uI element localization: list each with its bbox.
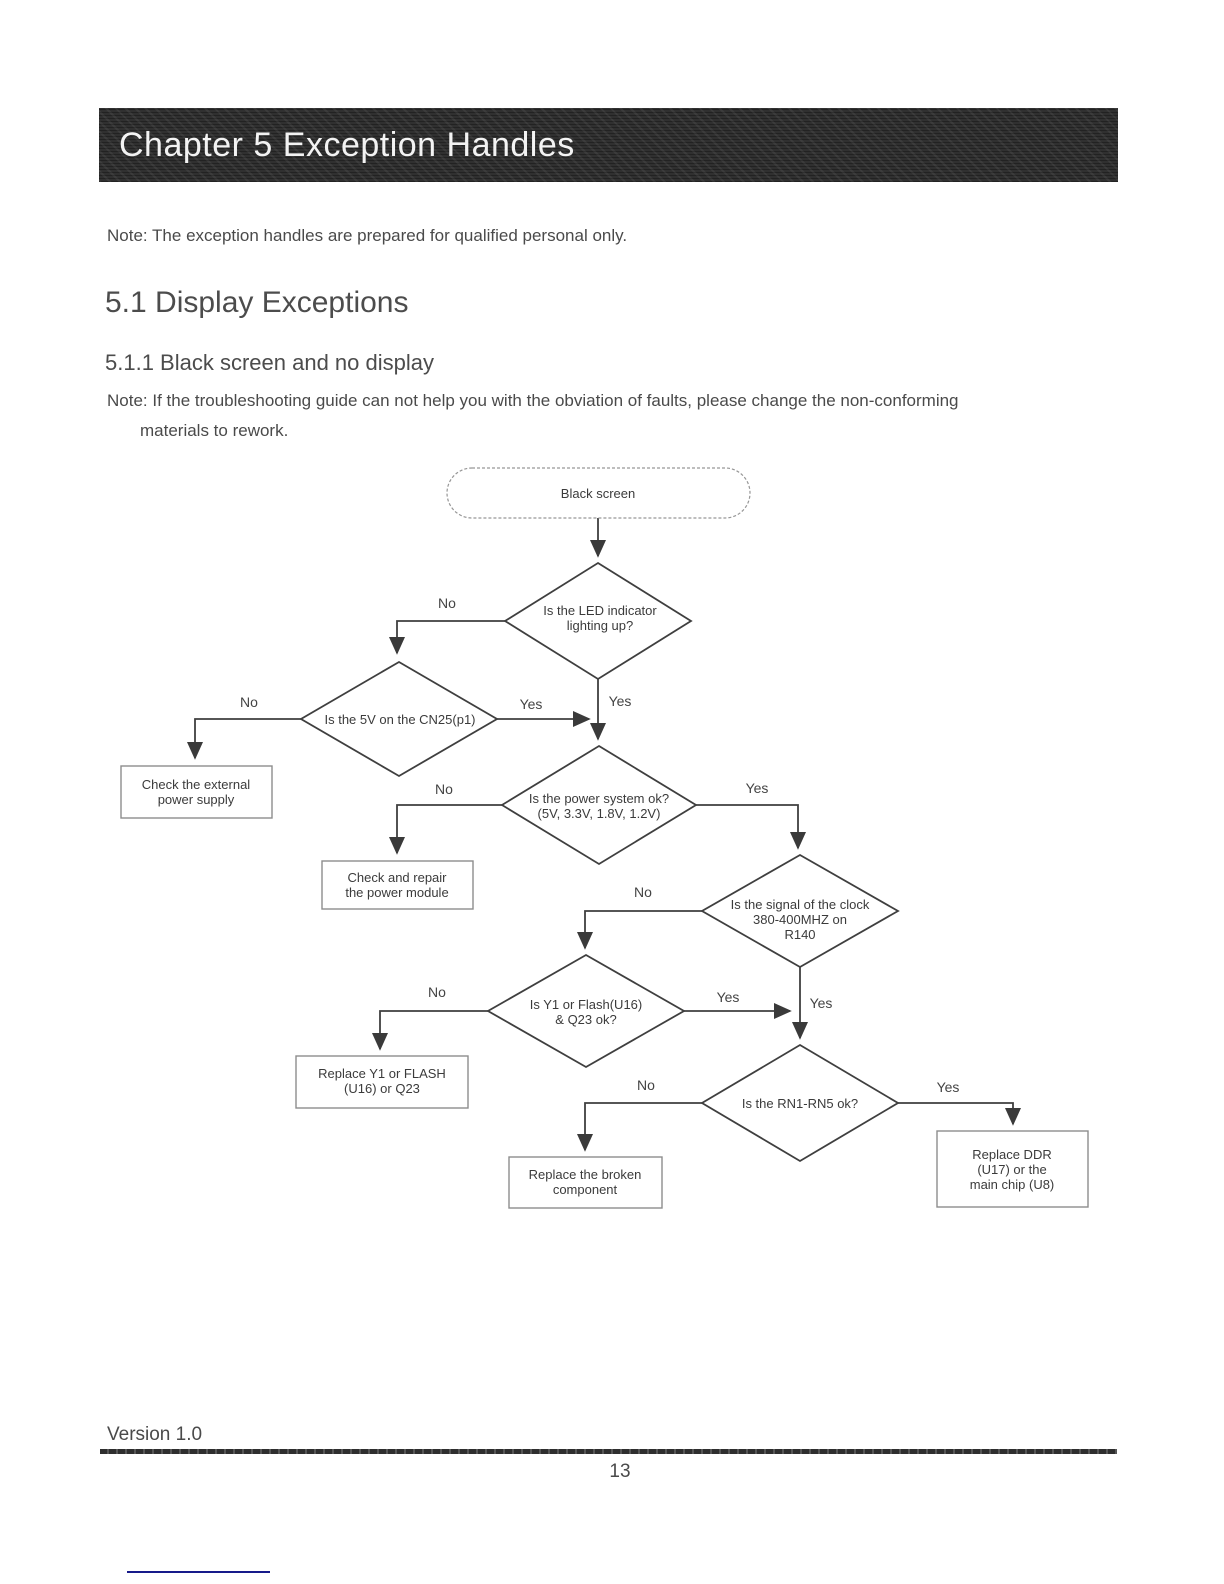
edge-label-led-yes: Yes xyxy=(608,693,632,709)
edge-label-rn-yes: Yes xyxy=(936,1079,960,1095)
node-action-broken-label: Replace the broken component xyxy=(528,1167,642,1197)
node-action-flash-label: Replace Y1 or FLASH (U16) or Q23 xyxy=(318,1066,446,1096)
edge-label-5v-no: No xyxy=(240,694,258,710)
edge-rn-yes xyxy=(898,1102,1022,1126)
edge-label-power-no: No xyxy=(435,781,453,797)
bottom-blue-line xyxy=(127,1571,270,1573)
chapter-title: Chapter 5 Exception Handles xyxy=(119,125,575,164)
edge-label-power-yes: Yes xyxy=(745,780,769,796)
node-decision-5v-label: Is the 5V on the CN25(p1) xyxy=(324,712,476,727)
edge-power-no xyxy=(388,804,502,855)
troubleshooting-note-line2: materials to rework. xyxy=(140,421,289,440)
flowchart-nodes xyxy=(120,467,1089,1209)
node-decision-power-label: Is the power system ok? (5V, 3.3V, 1.8V,… xyxy=(528,791,670,821)
edge-flash-no xyxy=(371,1010,488,1051)
intro-note: Note: The exception handles are prepared… xyxy=(107,226,628,245)
page-number: 13 xyxy=(609,1461,631,1482)
node-action-ddr-label: Replace DDR (U17) or the main chip (U8) xyxy=(969,1147,1055,1192)
edge-power-yes xyxy=(696,804,807,850)
chapter-header-bar: Chapter 5 Exception Handles xyxy=(99,108,1118,182)
footer-version-label: Version 1.0 xyxy=(107,1424,203,1445)
node-start-label: Black screen xyxy=(560,486,636,501)
node-action-external-label: Check the external power supply xyxy=(141,777,251,807)
section-heading: 5.1 Display Exceptions xyxy=(105,286,409,319)
node-action-powermodule-label: Check and repair the power module xyxy=(345,870,449,900)
edge-label-flash-yes: Yes xyxy=(716,989,740,1005)
node-decision-rn-label: Is the RN1-RN5 ok? xyxy=(741,1096,859,1111)
node-decision-led-label: Is the LED indicator lighting up? xyxy=(543,603,657,633)
edge-label-clock-yes: Yes xyxy=(809,995,833,1011)
edge-label-rn-no: No xyxy=(637,1077,655,1093)
edge-rn-no xyxy=(576,1102,702,1152)
edge-label-led-no: No xyxy=(438,595,456,611)
edge-label-flash-no: No xyxy=(428,984,446,1000)
edge-5v-no xyxy=(186,718,301,760)
node-decision-flash-label: Is Y1 or Flash(U16) & Q23 ok? xyxy=(529,997,643,1027)
edge-clock-no xyxy=(576,910,702,950)
subsection-heading: 5.1.1 Black screen and no display xyxy=(105,350,434,375)
edge-led-no xyxy=(388,620,505,655)
edge-label-clock-no: No xyxy=(634,884,652,900)
node-decision-clock-label: Is the signal of the clock 380-400MHZ on… xyxy=(730,897,870,942)
footer-rule xyxy=(100,1449,1117,1454)
troubleshooting-note-line1: Note: If the troubleshooting guide can n… xyxy=(107,391,959,410)
edge-label-5v-yes: Yes xyxy=(519,696,543,712)
